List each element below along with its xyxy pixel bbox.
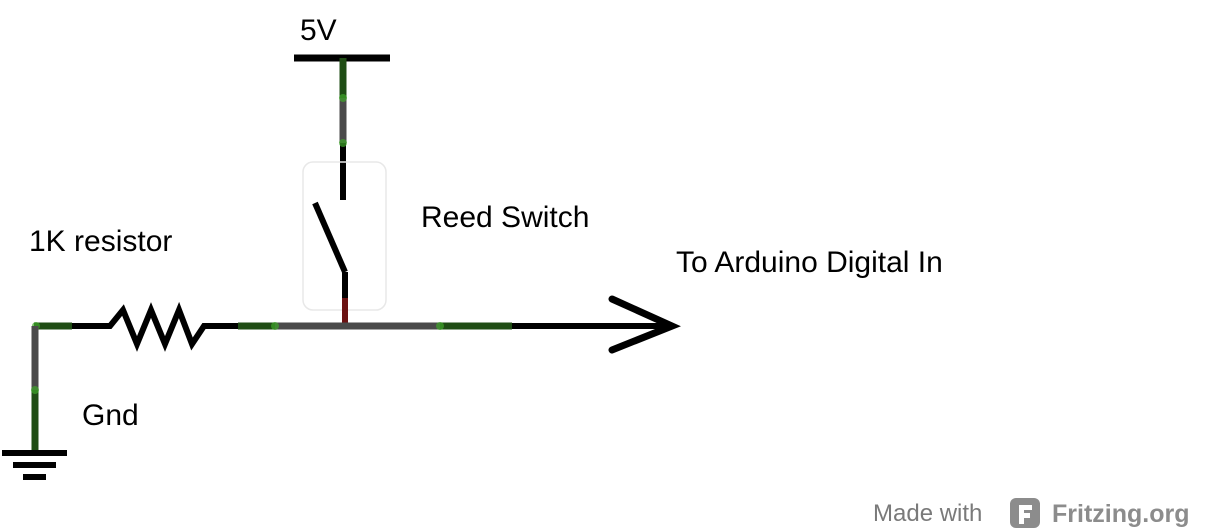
resistor-1k <box>32 301 238 352</box>
supply-5v-terminal <box>294 54 390 200</box>
signal-wire <box>238 322 670 330</box>
credit-brand: Fritzing.org <box>1052 500 1189 528</box>
ground-terminal <box>2 326 67 480</box>
output-label: To Arduino Digital In <box>676 246 943 279</box>
supply-5v-label: 5V <box>300 14 337 47</box>
fritzing-credit: Made with Fritzing.org <box>873 498 1189 528</box>
reed-switch-label: Reed Switch <box>421 201 589 234</box>
reed-switch <box>302 161 387 326</box>
credit-prefix: Made with <box>873 500 982 527</box>
fritzing-logo-icon <box>1010 498 1040 528</box>
ground-label: Gnd <box>82 399 139 432</box>
resistor-label: 1K resistor <box>29 225 172 258</box>
output-arrow <box>608 295 681 354</box>
